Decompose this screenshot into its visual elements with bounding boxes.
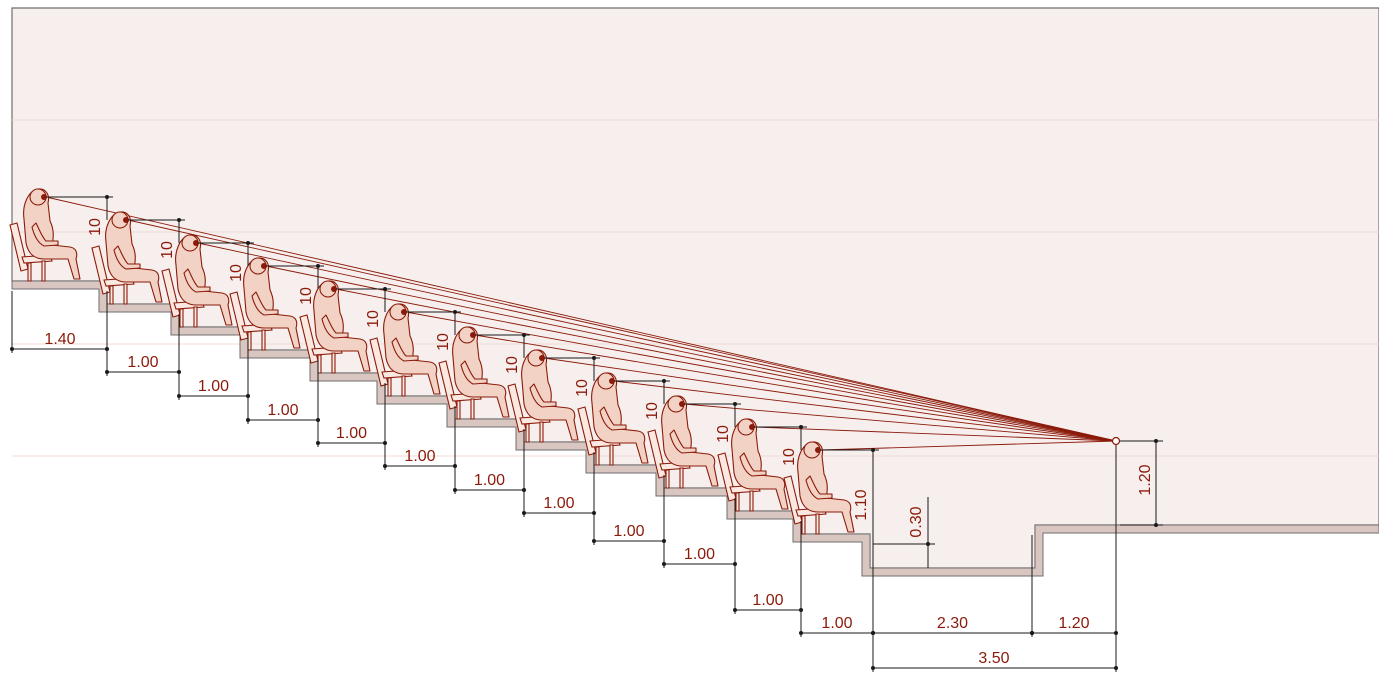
riser-label: 10 [435,333,452,351]
riser-label: 10 [87,218,104,236]
tread-label: 1.00 [198,378,229,395]
sightline-4 [265,265,1117,442]
tread-label: 1.00 [404,448,435,465]
riser-label: 10 [228,264,245,282]
dim-tick [733,608,737,612]
total-front-label: 3.50 [978,650,1009,667]
dim-tick [522,511,526,515]
tread-label: 1.00 [684,546,715,563]
sightlines [45,196,1117,451]
dim-tick [177,394,181,398]
sightline-12 [819,440,1117,451]
dim-tick [799,631,803,635]
tread-label: 1.00 [267,402,298,419]
riser-label: 10 [574,379,591,397]
dim-tick [662,562,666,566]
tread-label: 1.00 [474,472,505,489]
dim-tick [10,347,14,351]
dim-tick [592,539,596,543]
focal-point-marker [1111,436,1121,446]
dim-tick [383,464,387,468]
sightline-2 [127,219,1117,442]
tread-label: 1.00 [543,495,574,512]
dim-tick [1154,523,1158,527]
dimension-labels: 10 10 10 10 10 10 10 10 10 10 10 1.10 1.40 1.00 1.00 1.… [44,218,1154,667]
sightline-8 [543,357,1117,442]
dim-tick [1154,439,1158,443]
dim-tick [105,370,109,374]
riser-label: 10 [159,241,176,259]
sightline-9 [613,380,1117,442]
sightline-5 [335,288,1117,442]
dim-tick [926,542,930,546]
bottom-dim-label: 2.30 [937,615,968,632]
sightline-10 [683,403,1117,442]
sightline-7 [474,334,1117,442]
sightline-1 [45,196,1117,442]
sightline-11 [753,426,1117,442]
first-tread-label: 1.40 [44,331,75,348]
riser-label: 10 [298,287,315,305]
tread-label: 1.00 [613,523,644,540]
eye-height-label: 1.20 [1137,464,1154,495]
pit-step-label: 0.30 [908,506,925,537]
bottom-dim-label: 1.00 [821,615,852,632]
tread-label: 1.00 [752,592,783,609]
riser-label: 10 [715,425,732,443]
tread-label: 1.00 [127,354,158,371]
tread-label: 1.00 [336,425,367,442]
dim-tick [246,418,250,422]
last-riser-label: 1.10 [853,489,870,520]
riser-label: 10 [644,402,661,420]
dimension-lines [10,195,1163,672]
sightline-3 [197,242,1117,442]
bottom-dim-label: 1.20 [1058,615,1089,632]
riser-label: 10 [781,448,798,466]
riser-label: 10 [504,356,521,374]
dim-tick [453,488,457,492]
dim-tick [316,441,320,445]
riser-label: 10 [365,310,382,328]
